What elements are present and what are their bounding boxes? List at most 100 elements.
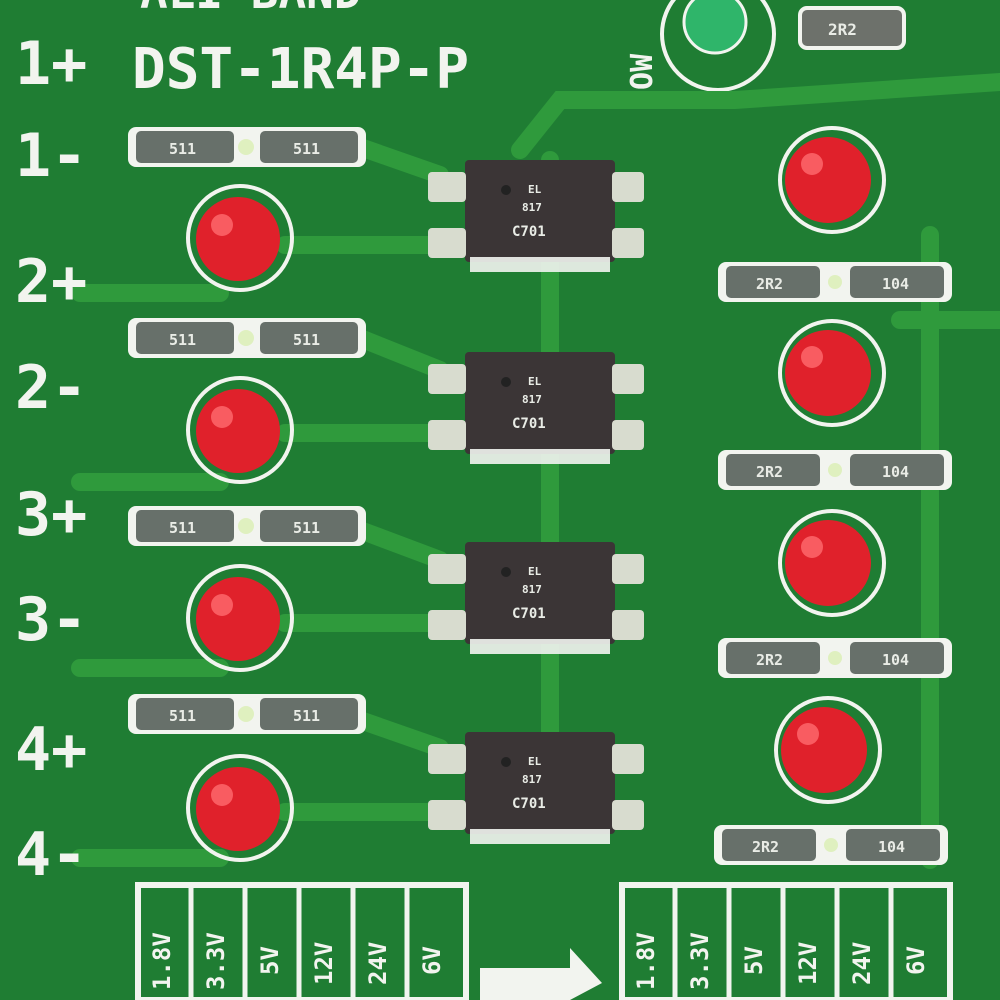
power-resistor-code: 2R2 [828,20,857,39]
pin-label-2minus: 2- [15,353,87,423]
solder-pad [828,651,842,665]
input-resistor-code-3b: 511 [293,519,320,537]
input-voltage-12v: 12V [310,942,338,985]
led-outline-3 [186,564,294,672]
pin-label-3minus: 3- [15,585,87,655]
input-voltage-selector [135,882,469,1000]
input-led-3 [196,577,280,661]
optocoupler-1 [465,160,615,262]
input-resistor-code-2b: 511 [293,331,320,349]
output-resistor-3a [726,642,820,674]
pin-label-4minus: 4- [15,820,87,890]
led-highlight-2 [211,406,233,428]
led-highlight-3 [211,594,233,616]
pin-label-1plus: 1+ [15,29,87,99]
pin-label-3plus: 3+ [15,480,87,550]
output-resistor-code-1b: 104 [882,275,909,293]
output-voltage-selector [619,882,953,1000]
opto-pad-l2 [428,228,466,258]
input-resistor-code-4b: 511 [293,707,320,725]
brand-label: ALI BAND [140,0,362,19]
opto-mark-3: C701 [512,606,546,622]
opto-mark-2: 817 [522,201,542,214]
opto-pad-r1 [612,364,644,394]
output-voltage-12v: 12V [794,942,822,985]
led-highlight-4 [211,784,233,806]
opto-pad-l1 [428,364,466,394]
output-resistor-1a [726,266,820,298]
optocoupler-pin1-dot [501,757,511,767]
opto-pad-r2 [612,420,644,450]
input-voltage-5v: 5V [256,946,284,975]
optocoupler-silk-1 [470,257,610,272]
input-resistor-code-3a: 511 [169,519,196,537]
out-led-outline-1 [778,126,886,234]
pin-label-4plus: 4+ [15,715,87,785]
input-led-1 [196,197,280,281]
opto-mark-1: EL [528,183,542,196]
opto-pad-l1 [428,554,466,584]
solder-pad [828,463,842,477]
out-led-outline-2 [778,319,886,427]
arrow-right-icon [480,948,602,1000]
optocoupler-silk-4 [470,829,610,844]
output-resistor-code-4a: 2R2 [752,838,779,856]
output-voltage-1-8v: 1.8V [632,932,660,990]
opto-mark-3: C701 [512,796,546,812]
input-resistor-code-2a: 511 [169,331,196,349]
solder-pad [824,838,838,852]
input-resistor-3b [260,510,358,542]
optocoupler-2 [465,352,615,454]
output-voltage-3-3v: 3.3V [686,932,714,990]
pin-label-1minus: 1- [15,121,87,191]
opto-mark-2: 817 [522,393,542,406]
solder-pad [238,706,254,722]
optocoupler-silk-3 [470,639,610,654]
out-led-outline-4 [774,696,882,804]
output-resistor-code-3b: 104 [882,651,909,669]
out-led-highlight-2 [801,346,823,368]
output-resistor-1b [850,266,944,298]
input-voltage-3-3v: 3.3V [202,932,230,990]
input-resistor-3a [136,510,234,542]
output-resistor-2a [726,454,820,486]
opto-pad-l1 [428,744,466,774]
out-led-highlight-4 [797,723,819,745]
input-resistor-2a [136,322,234,354]
led-outline-4 [186,754,294,862]
input-resistor-2b [260,322,358,354]
power-led-outline [660,0,776,92]
input-voltage-1-8v: 1.8V [148,932,176,990]
power-resistor [798,6,906,50]
input-resistor-code-1a: 511 [169,140,196,158]
input-resistor-code-1b: 511 [293,140,320,158]
opto-mark-3: C701 [512,416,546,432]
input-led-2 [196,389,280,473]
output-voltage-6v: 6V [902,946,930,975]
opto-pad-r1 [612,744,644,774]
out-led-highlight-1 [801,153,823,175]
out-led-highlight-3 [801,536,823,558]
input-resistor-4b [260,698,358,730]
opto-pad-r1 [612,172,644,202]
optocoupler-pin1-dot [501,567,511,577]
optocoupler-silk-2 [470,449,610,464]
optocoupler-pin1-dot [501,185,511,195]
output-led-2 [785,330,871,416]
input-resistor-1a [136,131,234,163]
output-led-1 [785,137,871,223]
input-led-4 [196,767,280,851]
output-resistor-code-4b: 104 [878,838,905,856]
output-resistor-code-2b: 104 [882,463,909,481]
output-resistor-code-2a: 2R2 [756,463,783,481]
output-voltage-24v: 24V [848,942,876,985]
output-led-4 [781,707,867,793]
output-resistor-code-3a: 2R2 [756,651,783,669]
led-outline-1 [186,184,294,292]
solder-pad [238,330,254,346]
opto-mark-1: EL [528,375,542,388]
input-voltage-24v: 24V [364,942,392,985]
opto-mark-3: C701 [512,224,546,240]
opto-pad-r2 [612,228,644,258]
